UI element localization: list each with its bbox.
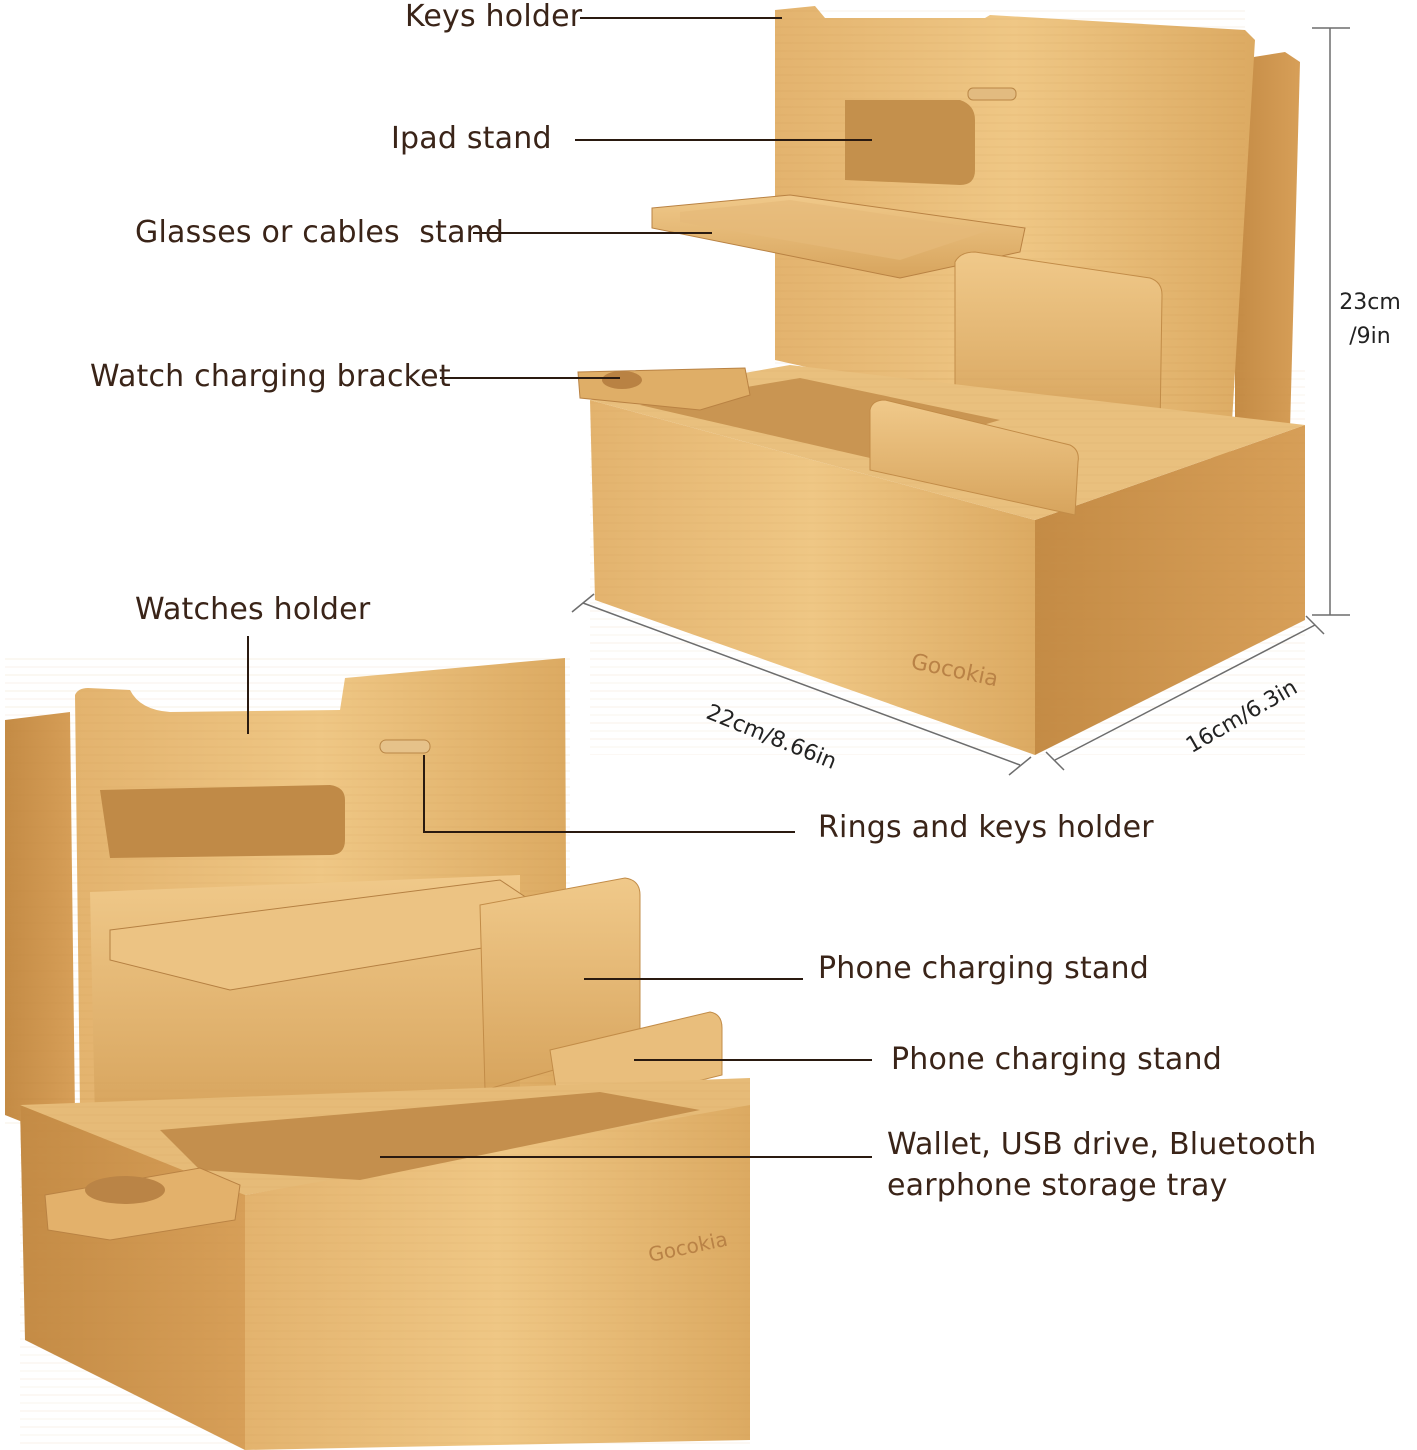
label-ipad-stand: Ipad stand xyxy=(391,121,552,156)
ring-peg xyxy=(379,739,431,754)
phone-stand-tall-bottom xyxy=(479,877,641,1091)
label-watch-bracket: Watch charging bracket xyxy=(90,359,451,394)
watches-holder-slot xyxy=(100,785,345,858)
label-keys-holder: Keys holder xyxy=(405,0,583,34)
dimension-height: 23cm /9in xyxy=(1330,286,1410,354)
leader-lines xyxy=(247,17,872,1158)
label-phone-stand-2: Phone charging stand xyxy=(891,1042,1222,1077)
label-glasses-stand: Glasses or cables stand xyxy=(135,215,505,250)
phone-stand-small xyxy=(869,399,1079,516)
label-storage-tray-line1: Wallet, USB drive, Bluetooth xyxy=(887,1127,1317,1162)
bottom-organizer: Gocokia xyxy=(5,658,750,1450)
top-organizer: Gocokia xyxy=(577,6,1305,755)
label-storage-tray-line2: earphone storage tray xyxy=(887,1168,1228,1203)
watch-bracket-bottom xyxy=(44,1167,241,1241)
dimension-lines xyxy=(571,27,1350,776)
back-panel-rear xyxy=(1235,52,1300,440)
key-peg xyxy=(967,87,1017,101)
label-rings-keys-holder: Rings and keys holder xyxy=(818,810,1154,845)
dimension-height-in: /9in xyxy=(1349,324,1391,349)
label-watches-holder: Watches holder xyxy=(135,592,371,627)
label-phone-stand-1: Phone charging stand xyxy=(818,951,1149,986)
storage-tray xyxy=(160,1092,700,1180)
keys-holder-slot xyxy=(845,100,975,185)
dimension-height-cm: 23cm xyxy=(1339,290,1401,315)
